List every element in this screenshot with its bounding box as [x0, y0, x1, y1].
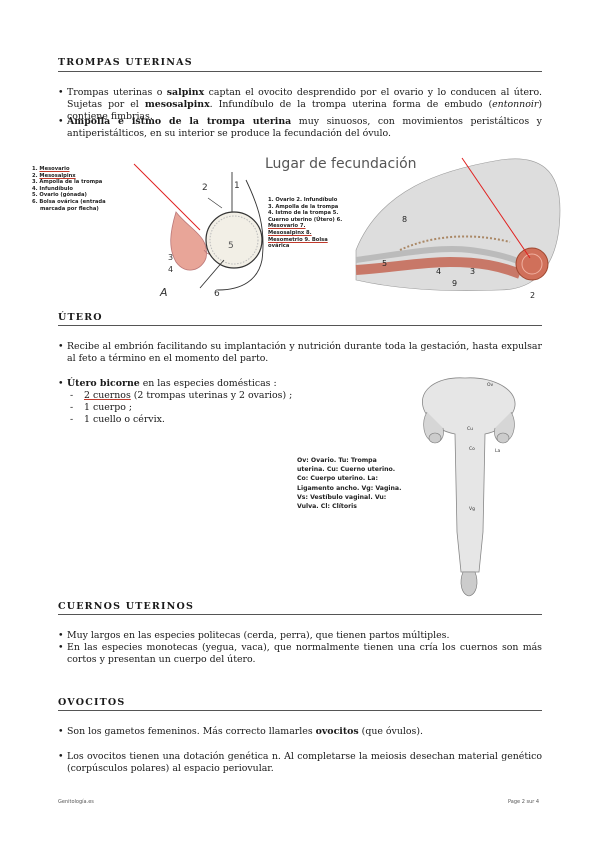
uterus-figure-legend: Ov: Ovario. Tu: Trompa uterina. Cu: Cuer…: [297, 457, 402, 511]
figure1-diagram: 2 1 5 3 4 A 6 8 5 4 9 3 2: [133, 157, 561, 300]
figure1-legend: 1. Mesovario 2. Mesosalpinx 3. Ampolla d…: [32, 166, 106, 212]
svg-text:5: 5: [382, 259, 387, 268]
oviduct-photo: 8 5 4 9 3 2: [355, 158, 561, 300]
figure1-legend2: 1. Ovario 2. Infundíbulo 3. Ampolla de l…: [268, 197, 343, 250]
svg-text:9: 9: [452, 279, 457, 288]
section-heading-cuernos: CUERNOS UTERINOS: [58, 601, 195, 612]
heading-rule: [58, 614, 542, 615]
utero-sub-1: -2 cuernos (2 trompas uterinas y 2 ovari…: [70, 390, 293, 401]
footer-page-number: Page 2 sur 4: [508, 799, 540, 805]
bullet-utero-2: • Útero bicorne en las especies doméstic…: [58, 378, 277, 389]
section-heading-trompas: TROMPAS UTERINAS: [58, 57, 193, 68]
bullet-trompas-2: • Ampolla e istmo de la trompa uterina m…: [58, 116, 542, 140]
bullet-cuernos-1: • Muy largos en las especies politecas (…: [58, 630, 450, 641]
svg-text:Cu: Cu: [467, 426, 473, 432]
uterus-diagram: Ov Cu Co La Vg: [422, 377, 516, 597]
bullet-ovocitos-1: • Son los gametos femeninos. Más correct…: [58, 726, 423, 737]
svg-text:2: 2: [530, 291, 535, 300]
svg-text:3: 3: [470, 267, 475, 276]
svg-text:4: 4: [436, 267, 441, 276]
svg-text:La: La: [495, 448, 501, 454]
svg-text:1: 1: [234, 181, 240, 191]
footer-left: Genitología.es: [58, 799, 94, 805]
figure1-title: Lugar de fecundación: [265, 156, 417, 172]
bullet-ovocitos-2: • Los ovocitos tienen una dotación genét…: [58, 751, 542, 775]
svg-text:4: 4: [168, 265, 173, 274]
svg-text:8: 8: [402, 215, 407, 224]
bullet-cuernos-2: • En las especies monotecas (yegua, vaca…: [58, 642, 542, 666]
heading-rule: [58, 710, 542, 711]
fecundation-arrow-2: [461, 157, 531, 259]
heading-rule: [58, 325, 542, 326]
bullet-trompas-1: • Trompas uterinas o salpinx captan el o…: [58, 87, 543, 123]
section-heading-ovocitos: OVOCITOS: [58, 697, 126, 708]
bullet-utero-1: • Recibe al embrión facilitando su impla…: [58, 341, 542, 365]
svg-text:6: 6: [214, 289, 220, 299]
ovary-diagram: 2 1 5 3 4 A 6: [159, 172, 264, 299]
utero-sub-2: -1 cuerpo ;: [70, 402, 133, 413]
svg-text:Co: Co: [469, 446, 475, 452]
fecundation-arrow-1: [133, 163, 201, 231]
svg-text:2: 2: [202, 183, 208, 193]
utero-sub-3: -1 cuello o cérvix.: [70, 414, 165, 425]
svg-text:Vg: Vg: [469, 506, 475, 512]
heading-rule: [58, 71, 542, 72]
svg-text:5: 5: [228, 241, 234, 251]
svg-text:Ov: Ov: [487, 382, 494, 388]
svg-text:A: A: [159, 286, 168, 299]
section-heading-utero: ÚTERO: [58, 312, 103, 323]
svg-text:3: 3: [168, 253, 173, 262]
